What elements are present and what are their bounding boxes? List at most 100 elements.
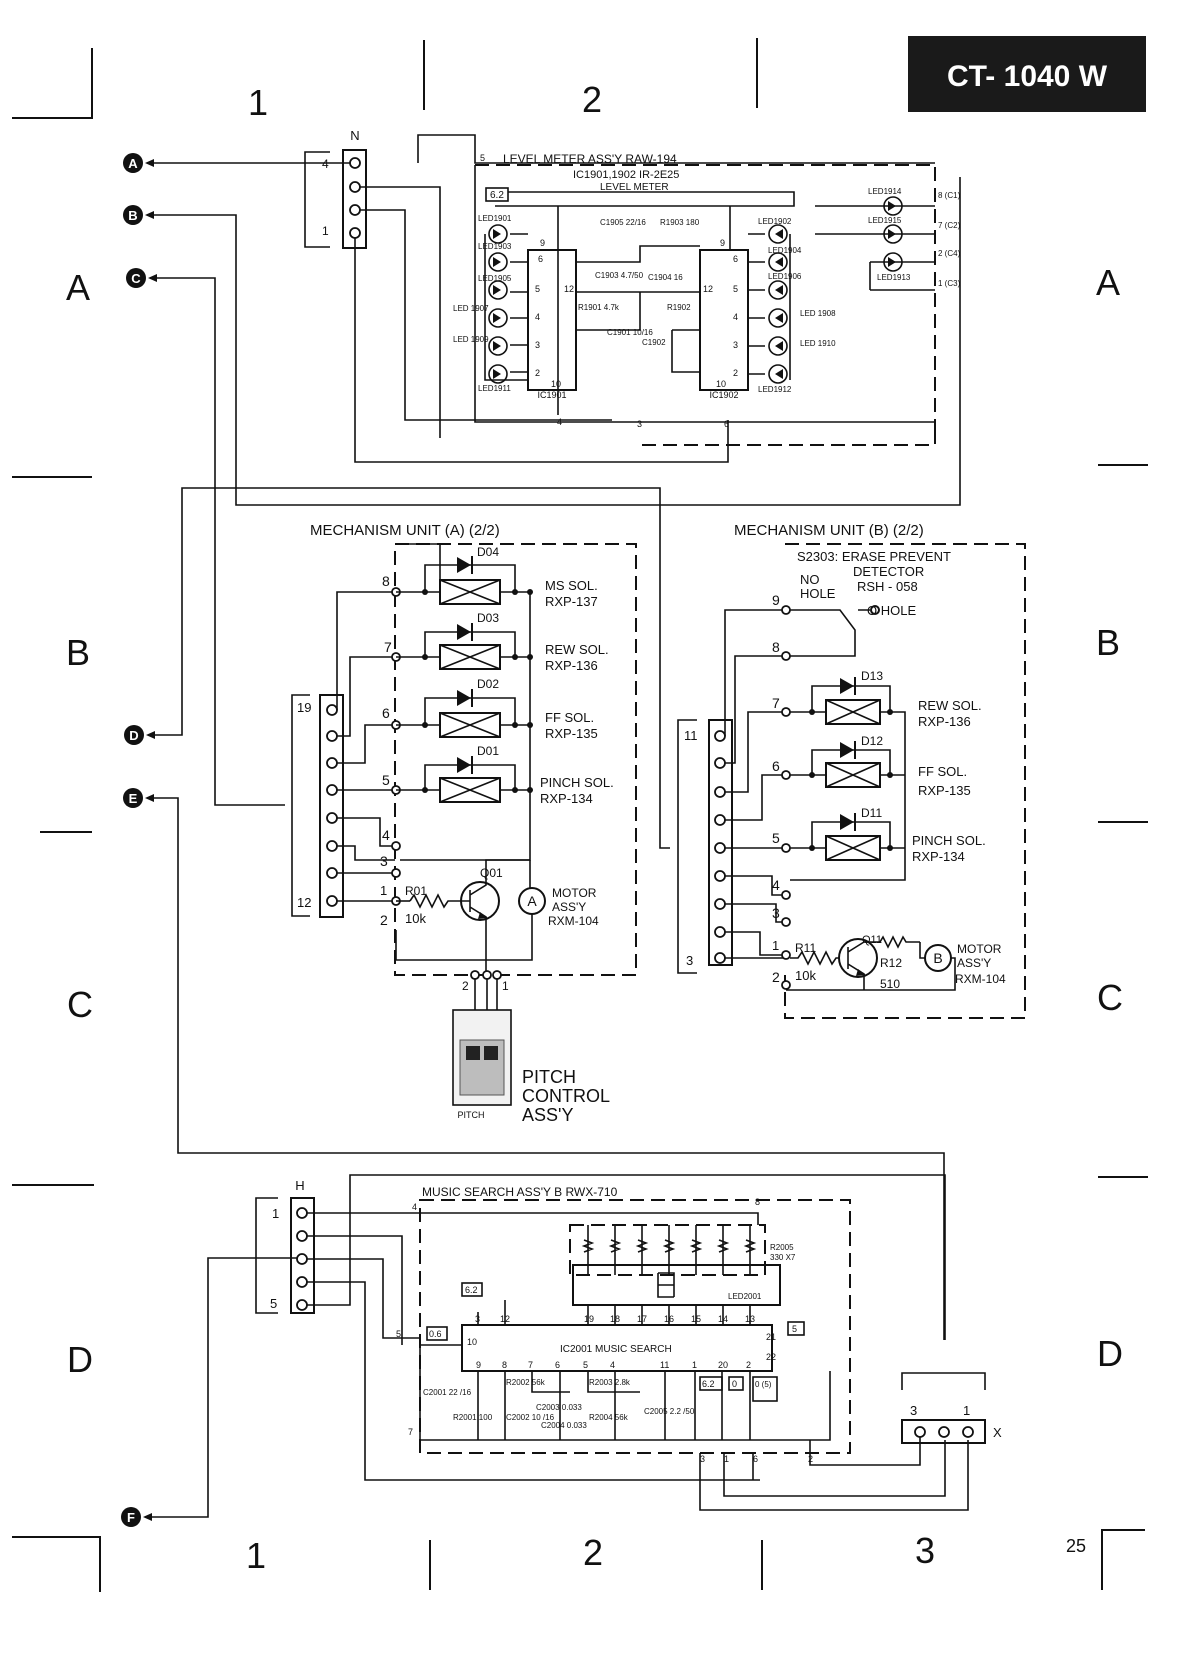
- svg-text:PITCH: PITCH: [458, 1110, 485, 1120]
- svg-text:6: 6: [772, 758, 780, 774]
- svg-text:10: 10: [716, 379, 726, 389]
- svg-text:RXM-104: RXM-104: [955, 972, 1006, 986]
- svg-text:2: 2: [380, 912, 388, 928]
- svg-text:5: 5: [733, 284, 738, 294]
- svg-text:RXP-134: RXP-134: [912, 849, 965, 864]
- svg-text:RSH - 058: RSH - 058: [857, 579, 918, 594]
- svg-text:FF SOL.: FF SOL.: [918, 764, 967, 779]
- svg-text:LED1912: LED1912: [758, 385, 792, 394]
- svg-text:LED1904: LED1904: [768, 246, 802, 255]
- svg-text:REW SOL.: REW SOL.: [545, 642, 609, 657]
- svg-text:MOTOR: MOTOR: [957, 942, 1002, 956]
- svg-text:12: 12: [564, 284, 574, 294]
- svg-text:R2004 56k: R2004 56k: [589, 1413, 629, 1422]
- connection-markers: A B C D E F: [121, 153, 961, 1527]
- svg-text:O HOLE: O HOLE: [867, 603, 916, 618]
- svg-text:10: 10: [551, 379, 561, 389]
- svg-text:2: 2: [746, 1360, 751, 1370]
- level-meter-assy: LEVEL METER ASS'Y RAW-194 IC1901,1902 IR…: [453, 152, 961, 446]
- grid-row-left-a: A: [66, 267, 90, 308]
- svg-text:C2003 0.033: C2003 0.033: [536, 1403, 582, 1412]
- svg-text:C1901 10/16: C1901 10/16: [607, 328, 653, 337]
- svg-text:6: 6: [753, 1454, 758, 1464]
- level-meter-ic-line: IC1901,1902 IR-2E25: [573, 169, 679, 181]
- svg-text:9: 9: [720, 238, 725, 248]
- svg-text:19: 19: [584, 1314, 594, 1324]
- svg-text:9: 9: [476, 1360, 481, 1370]
- svg-text:IC2001 MUSIC SEARCH: IC2001 MUSIC SEARCH: [560, 1344, 672, 1355]
- svg-text:RXP-136: RXP-136: [545, 658, 598, 673]
- svg-text:1: 1: [502, 979, 509, 993]
- svg-text:RXP-136: RXP-136: [918, 714, 971, 729]
- grid-row-left-b: B: [66, 632, 90, 673]
- svg-text:8: 8: [382, 573, 390, 589]
- grid-row-left-d: D: [67, 1339, 93, 1380]
- svg-text:R2005: R2005: [770, 1243, 794, 1252]
- svg-text:9: 9: [540, 238, 545, 248]
- svg-text:0.6: 0.6: [429, 1329, 442, 1339]
- svg-text:C2004 0.033: C2004 0.033: [541, 1421, 587, 1430]
- svg-text:D13: D13: [861, 669, 883, 683]
- svg-text:B: B: [128, 208, 137, 223]
- svg-text:4: 4: [772, 877, 780, 893]
- svg-text:R1901 4.7k: R1901 4.7k: [578, 303, 620, 312]
- svg-text:5: 5: [480, 153, 485, 163]
- svg-text:5: 5: [772, 830, 780, 846]
- svg-text:10k: 10k: [795, 968, 816, 983]
- pitch-control-assy: 2 1 PITCH PITCH CONTROL ASS'Y: [452, 970, 610, 1125]
- svg-text:6.2: 6.2: [465, 1285, 478, 1295]
- svg-text:LED 1908: LED 1908: [800, 309, 836, 318]
- svg-text:0: 0: [732, 1379, 737, 1389]
- music-search-assy: MUSIC SEARCH ASS'Y B RWX-710 4 8 5 7 3 1…: [396, 1185, 969, 1511]
- svg-text:RXP-137: RXP-137: [545, 594, 598, 609]
- svg-text:H: H: [295, 1178, 304, 1193]
- svg-text:LED1914: LED1914: [868, 187, 902, 196]
- svg-text:R11: R11: [795, 941, 816, 955]
- grid-row-right-a: A: [1096, 262, 1120, 303]
- svg-text:RXP-135: RXP-135: [545, 726, 598, 741]
- svg-text:4: 4: [557, 417, 562, 427]
- svg-text:4: 4: [535, 312, 540, 322]
- resistor-network: [569, 1224, 766, 1276]
- svg-text:R1902: R1902: [667, 303, 691, 312]
- svg-text:Q11: Q11: [862, 934, 882, 946]
- svg-text:F: F: [127, 1510, 135, 1525]
- svg-text:1: 1: [963, 1403, 970, 1418]
- svg-text:2: 2: [733, 368, 738, 378]
- svg-text:8: 8: [502, 1360, 507, 1370]
- svg-text:A: A: [128, 156, 138, 171]
- svg-text:3: 3: [535, 340, 540, 350]
- music-search-passives: C2001 22 /16 R2001 100 R2002 56k C2002 1…: [423, 1378, 695, 1430]
- svg-text:5: 5: [382, 772, 390, 788]
- svg-text:3: 3: [700, 1454, 705, 1464]
- svg-text:MS SOL.: MS SOL.: [545, 578, 598, 593]
- level-meter-ic-sub: LEVEL METER: [600, 182, 669, 193]
- svg-text:7 (C2): 7 (C2): [938, 221, 961, 230]
- svg-text:4: 4: [382, 827, 390, 843]
- svg-text:RXP-134: RXP-134: [540, 791, 593, 806]
- svg-text:R01: R01: [405, 884, 427, 898]
- svg-text:E: E: [129, 791, 138, 806]
- svg-text:C2001 22 /16: C2001 22 /16: [423, 1388, 472, 1397]
- svg-text:D04: D04: [477, 545, 499, 559]
- svg-text:7: 7: [772, 695, 780, 711]
- grid-row-left-c: C: [67, 984, 93, 1025]
- svg-text:5: 5: [270, 1296, 277, 1311]
- led-far-right: LED1914 LED1915 LED1913 8 (C1) 7 (C2) 2 …: [815, 187, 961, 291]
- n-connector: N 4 1: [304, 128, 935, 463]
- x-connector: 3 1 X: [809, 1372, 1002, 1466]
- mechanism-unit-b: MECHANISM UNIT (B) (2/2) S2303: ERASE PR…: [677, 522, 1026, 1019]
- svg-text:R2002 56k: R2002 56k: [506, 1378, 546, 1387]
- svg-text:Q01: Q01: [480, 866, 503, 880]
- svg-text:RXM-104: RXM-104: [548, 914, 599, 928]
- svg-text:3: 3: [910, 1403, 917, 1418]
- svg-text:HOLE: HOLE: [800, 586, 836, 601]
- svg-text:7: 7: [528, 1360, 533, 1370]
- svg-text:C2005 2.2 /50: C2005 2.2 /50: [644, 1407, 695, 1416]
- grid-row-right-d: D: [1097, 1333, 1123, 1374]
- svg-text:4: 4: [733, 312, 738, 322]
- ic2001: [461, 1324, 773, 1372]
- svg-text:6: 6: [382, 705, 390, 721]
- mech-b-motor-drive: B R11 10k Q11 R12 510 MOTOR ASS'Y RXM-10…: [786, 934, 1006, 991]
